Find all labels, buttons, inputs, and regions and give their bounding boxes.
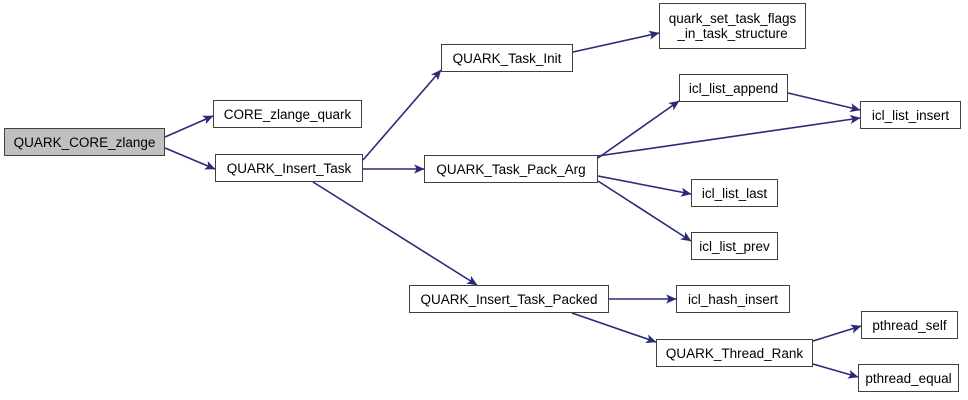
graph-node-pthread_equal[interactable]: pthread_equal xyxy=(858,364,959,392)
edge-quark_thread_rank-to-pthread_equal xyxy=(812,363,859,379)
edge-quark_task_init-to-quark_set_task_flags_in_task_structure xyxy=(572,30,660,53)
graph-node-label: icl_list_append xyxy=(688,80,779,96)
graph-node-label: QUARK_Thread_Rank xyxy=(665,345,804,361)
graph-node-label: QUARK_Task_Init xyxy=(452,50,562,66)
edge-quark_task_pack_arg-to-icl_list_prev xyxy=(597,180,692,242)
edge-quark_insert_task-to-quark_task_init xyxy=(362,69,442,161)
graph-node-label: pthread_self xyxy=(872,317,947,333)
graph-node-quark_task_pack_arg[interactable]: QUARK_Task_Pack_Arg xyxy=(424,155,598,183)
graph-node-quark_task_init[interactable]: QUARK_Task_Init xyxy=(441,44,573,72)
edge-quark_core_zlange-to-quark_insert_task xyxy=(164,147,216,170)
edge-icl_list_append-to-icl_list_insert xyxy=(787,92,861,113)
graph-node-label: QUARK_Task_Pack_Arg xyxy=(436,161,586,177)
edge-quark_insert_task_packed-to-quark_thread_rank xyxy=(571,312,657,344)
graph-node-icl_list_insert[interactable]: icl_list_insert xyxy=(860,101,961,129)
edge-quark_insert_task-to-quark_insert_task_packed xyxy=(312,181,478,286)
graph-node-pthread_self[interactable]: pthread_self xyxy=(861,311,958,339)
graph-node-icl_hash_insert[interactable]: icl_hash_insert xyxy=(676,285,790,313)
graph-node-quark_insert_task[interactable]: QUARK_Insert_Task xyxy=(215,154,363,182)
graph-node-label: icl_list_last xyxy=(701,185,768,201)
edge-quark_task_pack_arg-to-icl_list_append xyxy=(597,100,680,159)
graph-node-label: pthread_equal xyxy=(865,370,952,386)
graph-node-label: icl_hash_insert xyxy=(687,291,779,307)
graph-node-icl_list_last[interactable]: icl_list_last xyxy=(691,179,778,207)
graph-node-core_zlange_quark[interactable]: CORE_zlange_quark xyxy=(213,100,362,128)
edge-quark_core_zlange-to-core_zlange_quark xyxy=(164,115,214,138)
edge-quark_task_pack_arg-to-icl_list_last xyxy=(597,175,692,197)
graph-node-quark_insert_task_packed[interactable]: QUARK_Insert_Task_Packed xyxy=(409,285,609,313)
graph-node-label: CORE_zlange_quark xyxy=(223,106,352,122)
graph-node-label: icl_list_insert xyxy=(871,107,950,123)
edge-quark_thread_rank-to-pthread_self xyxy=(812,324,862,342)
graph-node-label: quark_set_task_flags _in_task_structure xyxy=(668,11,797,41)
graph-node-quark_thread_rank[interactable]: QUARK_Thread_Rank xyxy=(656,339,813,367)
edge-quark_task_pack_arg-to-icl_list_insert xyxy=(597,114,861,157)
graph-node-label: icl_list_prev xyxy=(699,238,770,254)
graph-node-quark_set_task_flags_in_task_structure[interactable]: quark_set_task_flags _in_task_structure xyxy=(659,3,806,49)
graph-node-icl_list_append[interactable]: icl_list_append xyxy=(679,74,788,102)
graph-node-icl_list_prev[interactable]: icl_list_prev xyxy=(691,232,778,260)
graph-node-label: QUARK_Insert_Task_Packed xyxy=(420,291,598,307)
graph-node-label: QUARK_CORE_zlange xyxy=(13,134,156,150)
graph-node-label: QUARK_Insert_Task xyxy=(226,160,352,176)
graph-node-quark_core_zlange[interactable]: QUARK_CORE_zlange xyxy=(4,128,165,156)
